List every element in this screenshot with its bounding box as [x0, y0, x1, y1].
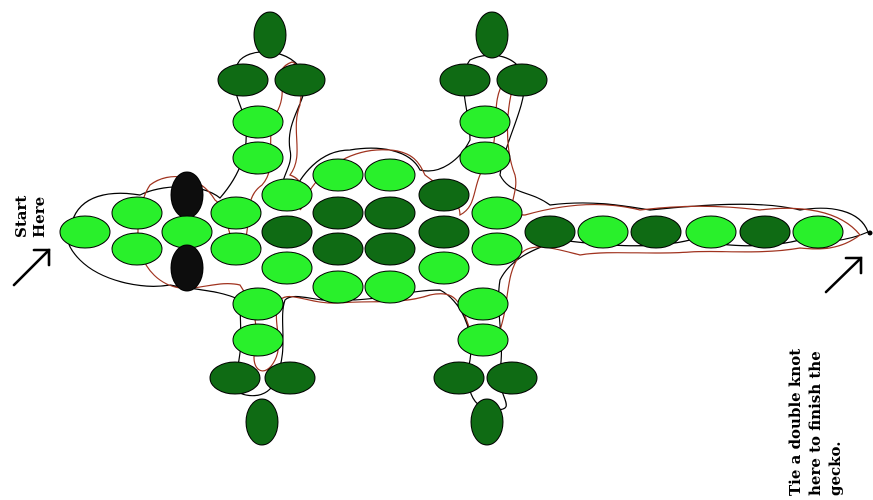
dark-green-bead	[245, 398, 279, 446]
start-label-line2: Here	[30, 197, 48, 238]
light-green-bead	[232, 141, 284, 175]
dark-green-bead	[524, 215, 576, 249]
light-green-bead	[457, 287, 509, 321]
light-green-bead	[312, 270, 364, 304]
dark-green-bead	[217, 63, 269, 97]
light-green-bead	[471, 232, 523, 266]
dark-green-bead	[418, 215, 470, 249]
finish-label-line3: gecko.	[826, 441, 844, 496]
light-green-bead	[471, 196, 523, 230]
light-green-bead	[261, 251, 313, 285]
light-green-bead	[210, 196, 262, 230]
light-green-bead	[261, 178, 313, 212]
light-green-bead	[459, 141, 511, 175]
finish-label-line1: Tie a double knot	[786, 349, 804, 496]
finish-label: Tie a double knot here to finish the gec…	[786, 349, 844, 496]
dark-green-bead	[253, 11, 287, 59]
finish-label-line2: here to finish the	[806, 351, 824, 496]
light-green-bead	[457, 323, 509, 357]
black-eye-bead	[170, 171, 204, 219]
dark-green-bead	[496, 63, 548, 97]
light-green-bead	[312, 158, 364, 192]
dark-green-bead	[209, 361, 261, 395]
dark-green-bead	[418, 178, 470, 212]
black-thread-path	[66, 51, 869, 411]
dark-green-bead	[439, 63, 491, 97]
dark-green-bead	[261, 215, 313, 249]
light-green-bead	[111, 232, 163, 266]
dark-green-bead	[264, 361, 316, 395]
beads-layer	[59, 11, 844, 446]
light-green-bead	[210, 232, 262, 266]
start-arrow-icon	[12, 248, 51, 287]
start-label-line1: Start	[12, 196, 30, 238]
light-green-bead	[232, 287, 284, 321]
dark-green-bead	[364, 232, 416, 266]
black-eye-bead	[170, 244, 204, 292]
light-green-bead	[161, 215, 213, 249]
dark-green-bead	[475, 11, 509, 59]
dark-green-bead	[364, 196, 416, 230]
light-green-bead	[418, 251, 470, 285]
dark-green-bead	[486, 361, 538, 395]
light-green-bead	[59, 215, 111, 249]
dark-green-bead	[739, 215, 791, 249]
knot-end-marker	[867, 230, 873, 236]
light-green-bead	[459, 105, 511, 139]
light-green-bead	[792, 215, 844, 249]
dark-green-bead	[274, 63, 326, 97]
light-green-bead	[232, 105, 284, 139]
dark-green-bead	[470, 398, 504, 446]
dark-green-bead	[630, 215, 682, 249]
light-green-bead	[577, 215, 629, 249]
light-green-bead	[111, 196, 163, 230]
light-green-bead	[232, 323, 284, 357]
finish-arrow-icon	[824, 256, 863, 294]
dark-green-bead	[312, 196, 364, 230]
dark-green-bead	[312, 232, 364, 266]
light-green-bead	[364, 270, 416, 304]
light-green-bead	[685, 215, 737, 249]
start-label: Start Here	[12, 196, 48, 238]
arrows-layer	[12, 230, 873, 294]
light-green-bead	[364, 158, 416, 192]
dark-green-bead	[433, 361, 485, 395]
